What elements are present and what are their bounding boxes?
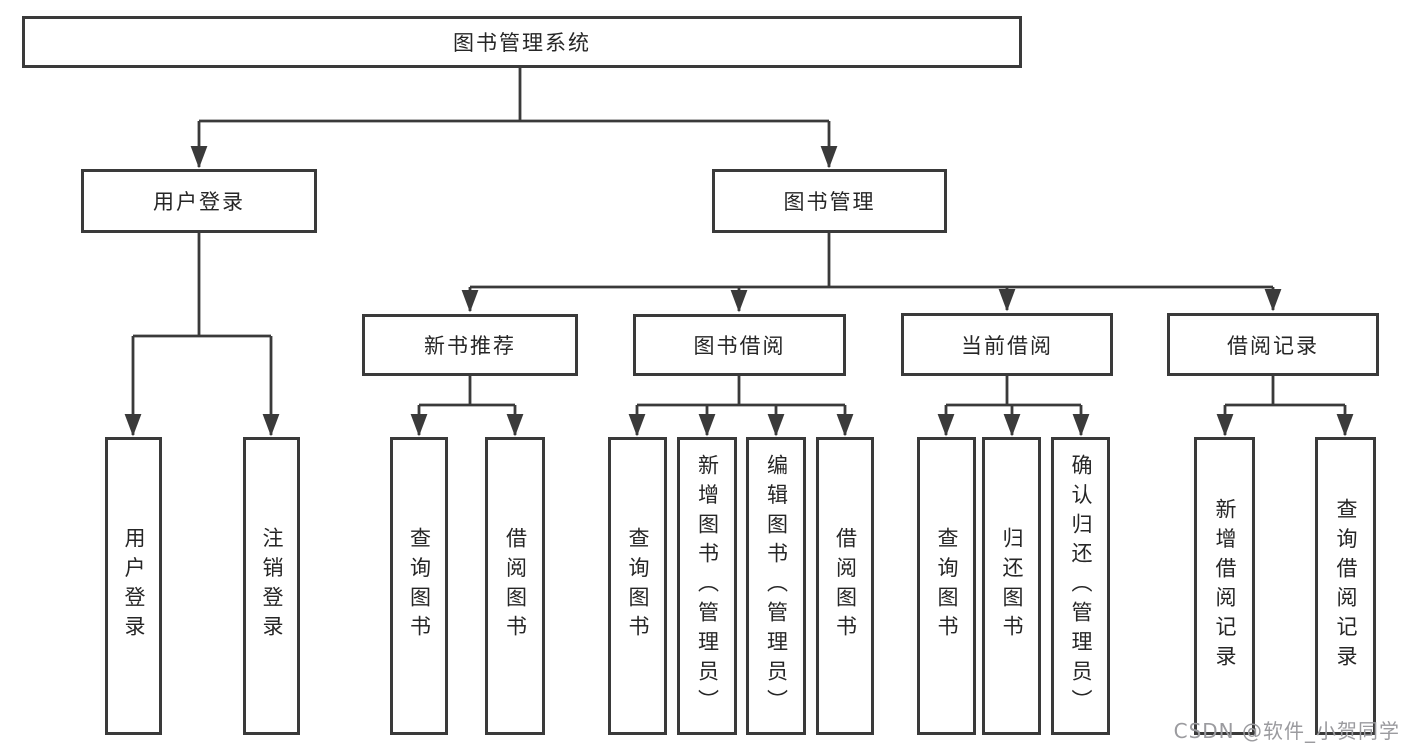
leaf-newbook-query-books: 查询图书 — [390, 437, 448, 735]
leaf-edit-book-admin: 编辑图书（管理员） — [746, 437, 806, 735]
leaf-borrow-query-books: 查询图书 — [608, 437, 667, 735]
node-book-management-label: 图书管理 — [783, 190, 876, 214]
leaf-query-borrow-record: 查询借阅记录 — [1315, 437, 1376, 735]
leaf-return-books-label: 归还图书 — [1000, 527, 1024, 645]
connector-current-to-leaves — [937, 376, 1090, 437]
csdn-watermark: CSDN @软件_小贺同学 — [1173, 719, 1400, 743]
connector-login-to-leaves — [124, 233, 280, 437]
node-book-borrow: 图书借阅 — [633, 314, 846, 376]
leaf-borrow-books: 借阅图书 — [816, 437, 874, 735]
node-user-login-label: 用户登录 — [153, 190, 245, 214]
connector-root-to-level2 — [190, 68, 838, 169]
leaf-user-login: 用户登录 — [105, 437, 162, 735]
leaf-add-borrow-record: 新增借阅记录 — [1194, 437, 1255, 735]
leaf-query-borrow-record-label: 查询借阅记录 — [1334, 497, 1358, 675]
node-borrow-record: 借阅记录 — [1167, 313, 1379, 376]
connector-mgmt-to-level3 — [461, 233, 1282, 313]
node-book-management: 图书管理 — [712, 169, 947, 233]
leaf-add-borrow-record-label: 新增借阅记录 — [1213, 497, 1237, 675]
connector-record-to-leaves — [1216, 376, 1354, 437]
node-book-borrow-label: 图书借阅 — [693, 334, 786, 358]
leaf-current-query-books: 查询图书 — [917, 437, 976, 735]
leaf-newbook-query-books-label: 查询图书 — [407, 527, 432, 645]
node-root-system: 图书管理系统 — [22, 16, 1022, 68]
leaf-add-book-admin: 新增图书（管理员） — [677, 437, 737, 735]
leaf-borrow-books-label: 借阅图书 — [833, 527, 858, 645]
leaf-confirm-return-admin-label: 确认归还（管理员） — [1069, 453, 1093, 719]
node-new-book-recommend-label: 新书推荐 — [424, 334, 516, 358]
leaf-current-query-books-label: 查询图书 — [935, 527, 959, 645]
leaf-borrow-query-books-label: 查询图书 — [626, 527, 650, 645]
leaf-newbook-borrow-books-label: 借阅图书 — [503, 527, 528, 645]
connector-borrow-to-leaves — [628, 376, 854, 437]
node-new-book-recommend: 新书推荐 — [362, 314, 578, 376]
node-current-borrow: 当前借阅 — [901, 313, 1113, 376]
node-user-login: 用户登录 — [81, 169, 317, 233]
connector-newbook-to-leaves — [410, 376, 524, 437]
leaf-newbook-borrow-books: 借阅图书 — [485, 437, 545, 735]
leaf-return-books: 归还图书 — [982, 437, 1041, 735]
leaf-logout: 注销登录 — [243, 437, 300, 735]
leaf-user-login-label: 用户登录 — [122, 527, 146, 645]
leaf-edit-book-admin-label: 编辑图书（管理员） — [764, 453, 789, 719]
leaf-logout-label: 注销登录 — [260, 527, 284, 645]
leaf-confirm-return-admin: 确认归还（管理员） — [1051, 437, 1110, 735]
node-current-borrow-label: 当前借阅 — [961, 333, 1053, 358]
node-root-label: 图书管理系统 — [453, 31, 591, 55]
leaf-add-book-admin-label: 新增图书（管理员） — [695, 453, 720, 719]
node-borrow-record-label: 借阅记录 — [1227, 333, 1319, 358]
